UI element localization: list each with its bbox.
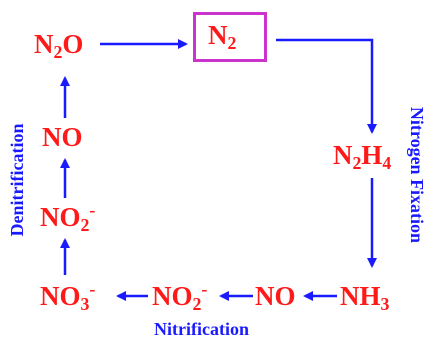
no3-sub: 3 [80, 293, 90, 314]
no2-left-main: NO [40, 202, 81, 232]
compound-n2: N2 [208, 20, 236, 52]
compound-n2h4: N2H4 [333, 140, 391, 172]
arrow-n2-to-n2h4 [276, 38, 377, 134]
nh3-sub: 3 [380, 293, 390, 314]
compound-no3: NO3- [40, 280, 95, 313]
no-bottom-main: NO [255, 281, 296, 311]
no2-left-sub: 2 [80, 214, 90, 235]
n2o-tail: O [62, 29, 84, 59]
n2h4-sub: 2 [352, 152, 362, 173]
n2-sub: 2 [227, 32, 237, 53]
no-left-main: NO [42, 122, 83, 152]
no2-bottom-main: NO [152, 281, 193, 311]
compound-no2-bottom: NO2- [152, 280, 207, 313]
label-denitrification: Denitrification [7, 123, 27, 237]
n2h4-main: N [333, 140, 353, 170]
no3-main: NO [40, 281, 81, 311]
no2-bottom-sub: 2 [192, 293, 202, 314]
compound-no2-left: NO2- [40, 201, 95, 234]
n2h4-mid: H [361, 140, 383, 170]
compound-n2o: N2O [34, 29, 84, 61]
compound-nh3: NH3 [340, 281, 389, 313]
n2-main: N [208, 20, 228, 50]
no2-left-charge: - [89, 200, 96, 221]
no3-charge: - [89, 279, 96, 300]
n2-highlight-box [193, 12, 267, 62]
compound-no-left: NO [42, 124, 83, 151]
n2h4-sub2: 4 [382, 152, 392, 173]
compound-no-bottom: NO [255, 283, 296, 310]
n2o-sub: 2 [53, 41, 63, 62]
nh3-main: NH [340, 281, 381, 311]
n2o-main: N [34, 29, 54, 59]
label-nitrification: Nitrification [154, 319, 249, 339]
label-nitrogen-fixation: Nitrogen Fixation [407, 106, 427, 244]
no2-bottom-charge: - [201, 279, 208, 300]
